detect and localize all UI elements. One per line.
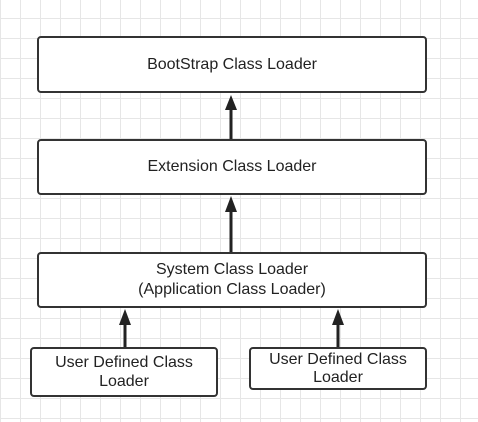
node-label-line-2: (Application Class Loader)	[138, 281, 326, 298]
node-extension-class-loader: Extension Class Loader	[37, 139, 427, 195]
node-label: BootStrap Class Loader	[147, 55, 317, 73]
node-label-line-2: Loader	[99, 373, 149, 390]
arrowhead-system-right	[332, 309, 344, 325]
node-label-line-1: User Defined Class	[55, 353, 193, 371]
node-user-defined-class-loader-1: User Defined Class Loader	[30, 347, 218, 397]
node-label-line-2: Loader	[313, 368, 363, 386]
node-label-line-1: System Class Loader	[155, 261, 309, 278]
arrowhead-bootstrap	[225, 95, 237, 110]
node-user-defined-class-loader-2: User Defined Class Loader	[249, 347, 427, 390]
node-bootstrap-class-loader: BootStrap Class Loader	[37, 36, 427, 93]
node-label-line-1: User Defined Class	[269, 350, 407, 368]
node-system-class-loader: System Class Loader (Application Class L…	[37, 252, 427, 308]
arrowhead-system-left	[119, 309, 131, 325]
arrowhead-extension	[225, 196, 237, 212]
node-label: Extension Class Loader	[147, 158, 317, 176]
